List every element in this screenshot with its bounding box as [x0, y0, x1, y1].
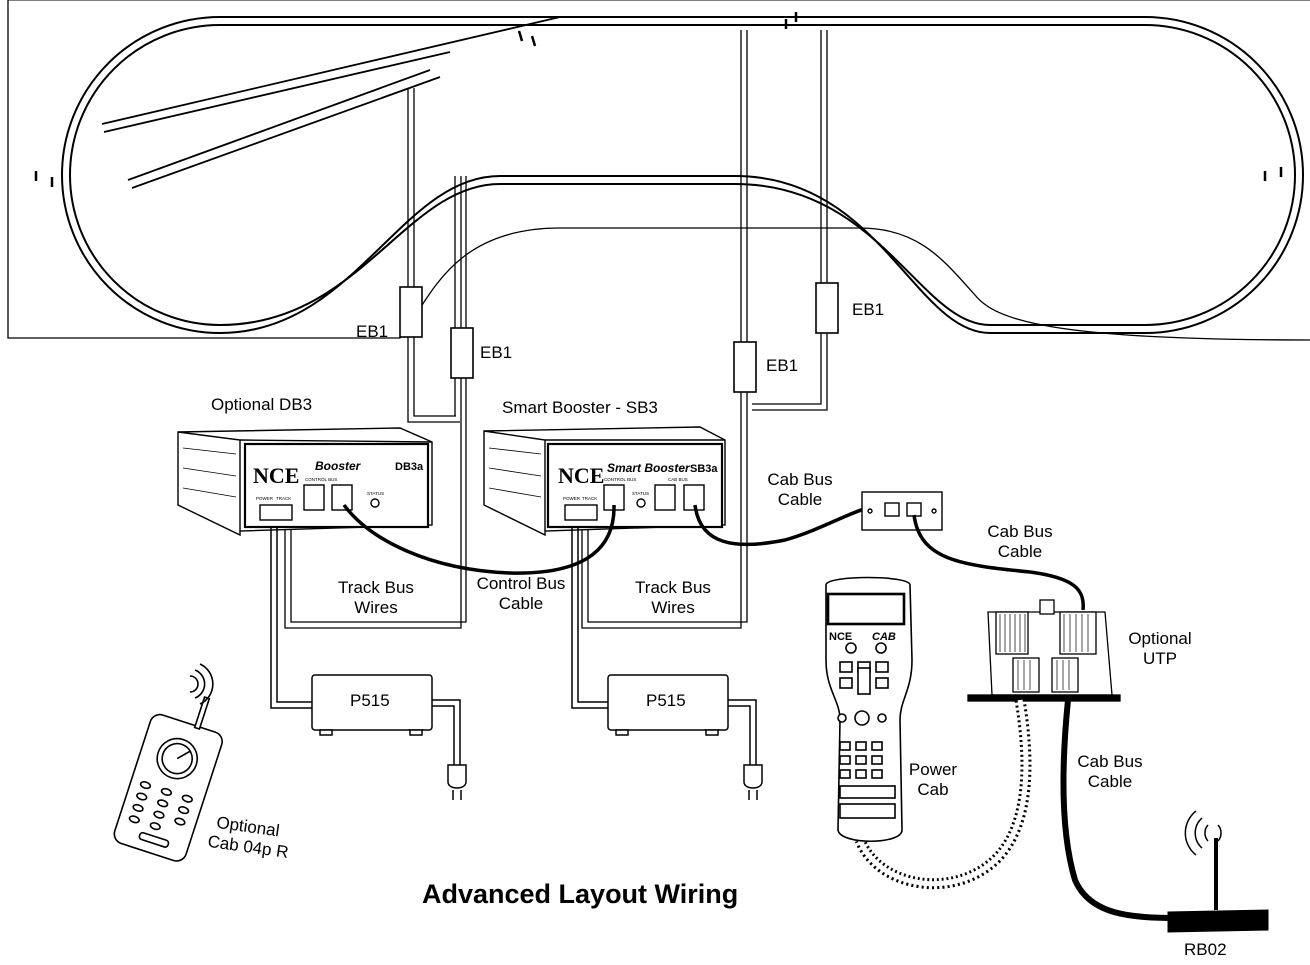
optional-db3-label: Optional DB3 — [211, 395, 313, 414]
cab-bus-junction-box — [861, 491, 943, 531]
power-cab-label: Power Cab — [898, 760, 968, 800]
utp-panel — [967, 599, 1121, 702]
power-cab-brand: NCE — [829, 631, 852, 643]
track-bus-wires-2-line-2: Wires — [651, 598, 695, 617]
utp-ribbing — [999, 614, 1089, 690]
db3-booster-unit — [177, 427, 433, 537]
cab-bus-cable-2-line-1: Cab Bus — [987, 522, 1053, 541]
cab-bus-cable-3 — [1060, 699, 1181, 921]
eb1-label-b: EB1 — [480, 343, 513, 362]
power-cab-name: CAB — [872, 631, 896, 643]
control-bus-cable-line-1: Control Bus — [476, 574, 566, 593]
cab-bus-cable-2 — [912, 514, 1085, 611]
sb3-booster-unit — [483, 426, 726, 537]
control-bus-cable — [342, 503, 616, 575]
sb3-brand: NCE — [558, 463, 604, 488]
p515-supply-b — [571, 528, 763, 800]
sb3-name: Smart Booster — [607, 461, 691, 475]
control-bus-cable-label: Control Bus Cable — [466, 574, 576, 614]
power-cab-handheld — [825, 576, 913, 843]
optional-utp-line-1: Optional — [1128, 629, 1192, 648]
eb1-label-d: EB1 — [852, 300, 885, 319]
cab-bus-cable-2-line-2: Cable — [997, 542, 1043, 561]
cab-bus-cable-label-1: Cab Bus Cable — [760, 470, 840, 510]
track-bus-wires-1-line-1: Track Bus — [338, 578, 414, 597]
sb3-cab-bus-port: CAB BUS — [668, 477, 688, 482]
db3-power-port: POWER — [256, 496, 274, 501]
eb1-label-a: EB1 — [356, 322, 389, 341]
diagram-title: Advanced Layout Wiring — [422, 879, 738, 909]
cab-bus-cable-3-line-1: Cab Bus — [1077, 752, 1143, 771]
db3-control-bus-port: CONTROL BUS — [305, 477, 337, 482]
control-bus-cable-line-2: Cable — [498, 594, 544, 613]
sb3-power-port: POWER — [563, 496, 581, 501]
db3-model: DB3a — [395, 461, 424, 473]
outer-track-loop — [61, 16, 1304, 335]
optional-utp-line-2: UTP — [1143, 649, 1177, 668]
p515-label-b: P515 — [646, 691, 686, 710]
cab-bus-cable-label-2: Cab Bus Cable — [980, 522, 1060, 562]
sb3-control-bus-port: CONTROL BUS — [604, 477, 636, 482]
track-bus-wires-label-1: Track Bus Wires — [328, 578, 424, 618]
siding-tracks — [101, 16, 561, 189]
db3-brand: NCE — [253, 463, 299, 488]
p515-label-a: P515 — [350, 691, 390, 710]
cab-bus-cable-3-line-2: Cable — [1087, 772, 1133, 791]
cab-bus-cable-1 — [693, 504, 869, 547]
db3-status: STATUS — [367, 491, 384, 496]
smart-booster-label: Smart Booster - SB3 — [502, 398, 658, 417]
cab04p-remote — [113, 663, 223, 862]
cab-bus-cable-1-line-2: Cable — [777, 490, 823, 509]
layout-board-outline — [7, 0, 1310, 341]
db3-name: Booster — [315, 459, 362, 473]
track-bus-wires-label-2: Track Bus Wires — [625, 578, 721, 618]
eb1-breakers — [399, 282, 839, 393]
sb3-track-port: TRACK — [582, 496, 597, 501]
eb1-label-c: EB1 — [766, 356, 799, 375]
track-bus-wires-2-line-1: Track Bus — [635, 578, 711, 597]
rb02-base-station — [1167, 810, 1269, 933]
power-cab-line-1: Power — [908, 760, 958, 779]
db3-track-port: TRACK — [276, 496, 291, 501]
track-gaps — [34, 12, 1283, 187]
track-bus-wires-1-line-2: Wires — [354, 598, 398, 617]
track-feeder-wires — [284, 30, 828, 629]
sb3-model: SB3a — [690, 463, 718, 475]
cab-bus-cable-label-3: Cab Bus Cable — [1070, 752, 1150, 792]
cab-bus-cable-1-line-1: Cab Bus — [767, 470, 833, 489]
sb3-status: STATUS — [632, 491, 649, 496]
p515-supply-a — [270, 528, 467, 800]
optional-utp-label: Optional UTP — [1115, 629, 1205, 669]
rb02-label: RB02 — [1184, 940, 1227, 959]
power-cab-line-2: Cab — [917, 780, 949, 799]
